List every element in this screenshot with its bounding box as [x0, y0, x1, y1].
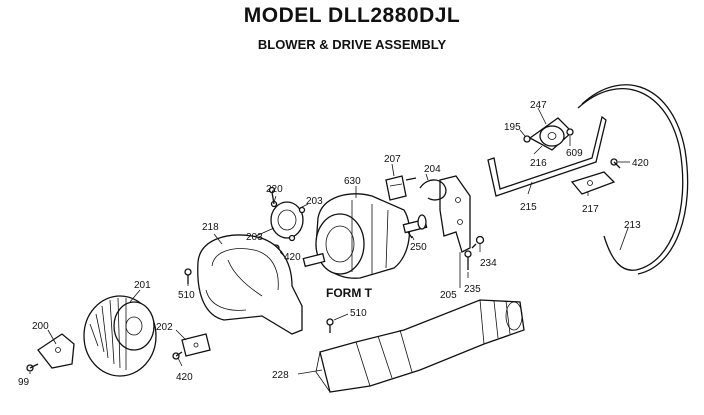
- callout-420-middle: 420: [284, 252, 301, 263]
- screw-420-right: [610, 158, 621, 169]
- screw-420-left: [172, 351, 183, 360]
- model-title: MODEL DLL2880DJL: [243, 4, 461, 27]
- assembly-subtitle: BLOWER & DRIVE ASSEMBLY: [257, 37, 447, 52]
- callout-215: 215: [520, 202, 537, 213]
- callout-217: 217: [582, 204, 599, 215]
- callout-228: 228: [272, 370, 289, 381]
- callout-205: 205: [440, 290, 457, 301]
- callout-216: 216: [530, 158, 547, 169]
- callout-510-left: 510: [178, 290, 195, 301]
- blower-bracket-200: [37, 333, 75, 369]
- drive-belt-215: [487, 115, 607, 197]
- screw-250: [407, 231, 413, 239]
- form-label: FORM T: [326, 286, 373, 300]
- screw-510-lower: [326, 318, 334, 333]
- screw-220: [268, 186, 276, 205]
- screw-99: [26, 363, 39, 372]
- callout-201: 201: [134, 280, 151, 291]
- leader-lines: [29, 107, 630, 375]
- callout-247: 247: [530, 100, 547, 111]
- callout-250: 250: [410, 242, 427, 253]
- callout-207: 207: [384, 154, 401, 165]
- screw-234: [471, 235, 485, 249]
- exhaust-duct-228: [315, 299, 525, 393]
- callout-203-left: 203: [246, 232, 263, 243]
- callout-203-right: 203: [306, 196, 323, 207]
- callout-510-lower: 510: [350, 308, 367, 319]
- blower-housing-218: [197, 234, 303, 335]
- callout-220: 220: [266, 184, 283, 195]
- callout-420-left: 420: [176, 372, 193, 383]
- screw-235: [464, 250, 472, 270]
- blower-wheel-201: [83, 295, 157, 377]
- blower-ring-203: [270, 200, 306, 242]
- callout-99: 99: [18, 377, 30, 388]
- idler-pulley-247: [523, 117, 574, 151]
- clip-202: [181, 333, 211, 357]
- drum-ring-213: [577, 84, 689, 275]
- callout-195: 195: [504, 122, 521, 133]
- motor-clip-204: [419, 179, 447, 201]
- callout-200: 200: [32, 321, 49, 332]
- callout-213: 213: [624, 220, 641, 231]
- callout-202: 202: [156, 322, 173, 333]
- callout-218: 218: [202, 222, 219, 233]
- callout-630: 630: [344, 176, 361, 187]
- callout-235: 235: [464, 284, 481, 295]
- screw-510-left: [184, 268, 192, 284]
- drive-motor-630: [302, 193, 428, 279]
- motor-bracket-205: [439, 175, 471, 253]
- callout-420-right: 420: [632, 158, 649, 169]
- motor-switch-207: [385, 175, 417, 201]
- idler-bracket-217: [570, 171, 616, 195]
- callout-204: 204: [424, 164, 441, 175]
- callout-609: 609: [566, 148, 583, 159]
- callout-234: 234: [480, 258, 497, 269]
